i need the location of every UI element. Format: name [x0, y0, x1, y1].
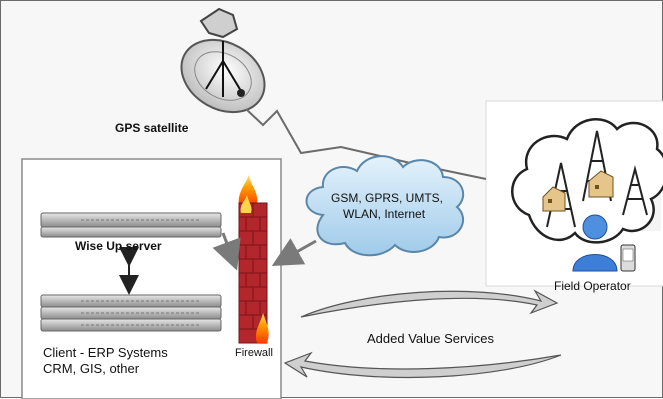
satellite-dish-icon — [180, 7, 266, 114]
building-icon — [588, 170, 614, 198]
server-to-firewall-arrow — [212, 232, 241, 271]
server-label: Wise Up server — [75, 239, 162, 253]
client-label-line1: Client - ERP Systems — [43, 345, 168, 360]
cloud-label-line1: GSM, GPRS, UMTS, — [331, 191, 444, 205]
client-site-box — [21, 158, 282, 399]
cloud-to-firewall-arrow — [271, 238, 317, 266]
services-cycle-arrows — [283, 289, 562, 379]
cloud-icon — [305, 155, 465, 257]
client-label-line2: CRM, GIS, other — [43, 361, 140, 376]
building-icon — [542, 186, 566, 212]
server-rack-icon — [40, 294, 222, 332]
firewall-icon — [238, 175, 269, 344]
cloud-label-line2: WLAN, Internet — [343, 207, 426, 221]
services-label: Added Value Services — [367, 331, 494, 346]
server-rack-icon — [40, 212, 222, 238]
person-icon — [572, 214, 618, 272]
satellite-label: GPS satellite — [115, 121, 189, 135]
operator-label: Field Operator — [554, 279, 631, 293]
radio-tower-icon — [622, 165, 648, 216]
mobile-phone-icon — [620, 244, 636, 272]
firewall-label: Firewall — [235, 347, 273, 359]
